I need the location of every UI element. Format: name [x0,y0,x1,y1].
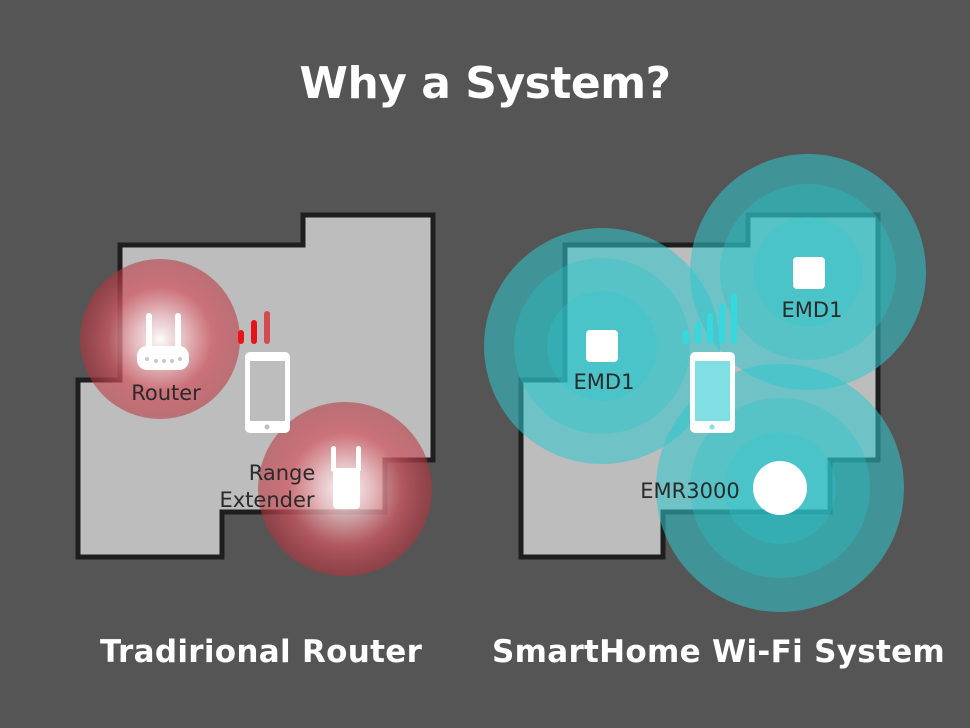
page-title: Why a System? [299,58,671,109]
emd1-left-label: EMD1 [574,370,635,394]
emd1-node-left-icon [586,330,618,362]
traditional-router-caption: Tradirional Router [100,634,423,670]
extender-label-line1: Range [249,461,316,485]
smarthome-system-panel: EMD1 EMD1 EMR3000 [484,154,926,612]
emd1-right-label: EMD1 [782,298,843,322]
range-extender-icon [331,446,361,509]
router-label: Router [131,381,201,405]
router-coverage-zone [80,259,240,419]
emd1-node-right-icon [793,257,825,289]
emr3000-label: EMR3000 [640,479,739,503]
signal-strength-icon-strong [683,293,737,344]
phone-icon [245,352,290,433]
phone-icon [690,352,735,433]
signal-strength-icon-weak [238,311,270,344]
emr3000-node-icon [753,461,807,515]
router-icon [137,313,189,370]
traditional-router-panel: Router Range Extender [75,212,436,576]
smarthome-system-caption: SmartHome Wi-Fi System [492,634,946,670]
extender-label-line2: Extender [219,488,314,512]
